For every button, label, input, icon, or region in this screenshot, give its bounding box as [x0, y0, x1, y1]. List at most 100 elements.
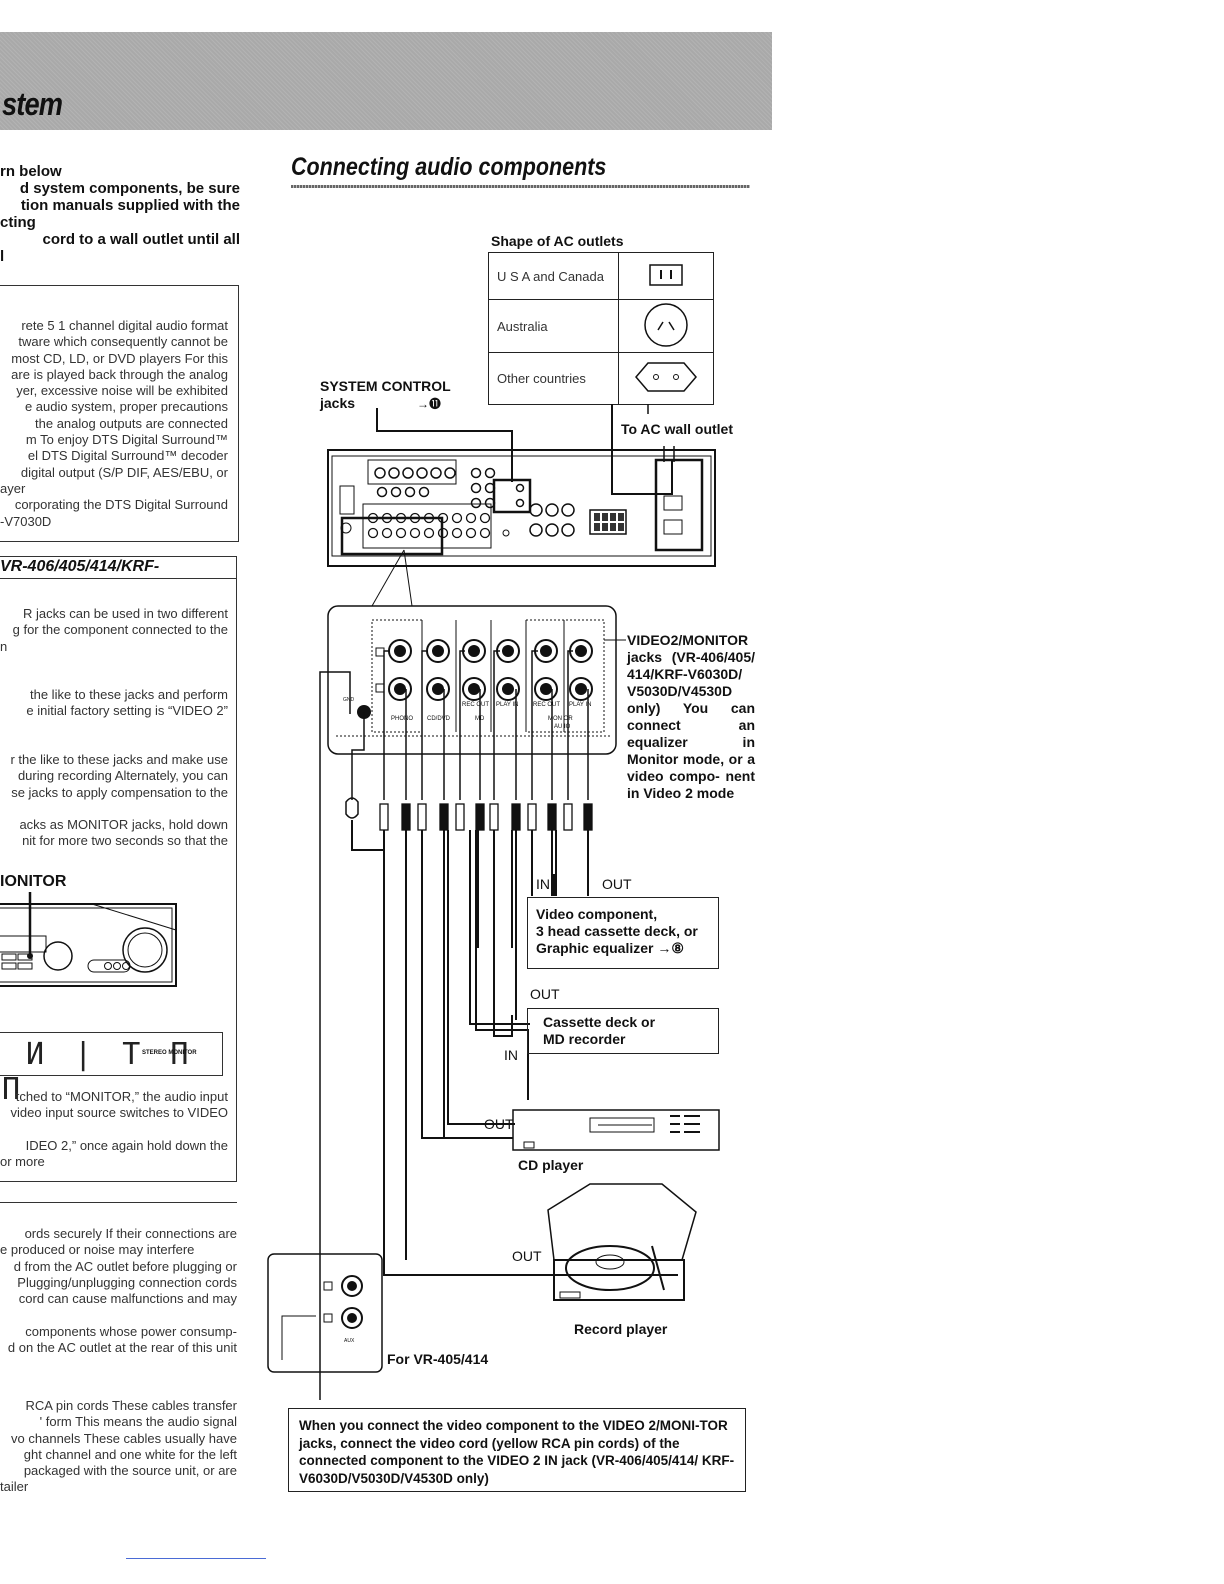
jack-label-recout: REC OUT [462, 702, 489, 708]
text-line: the like to these jacks and perform [30, 687, 228, 702]
text-line: R jacks can be used in two different [23, 606, 228, 621]
text-line: ayer [0, 480, 26, 496]
text-line: r the like to these jacks and make use [10, 752, 228, 767]
jacks-label: jacks [320, 395, 356, 411]
out-label: OUT [602, 876, 632, 892]
video2-monitor-note: VIDEO2/MONITOR jacks (VR-406/405/ 414/KR… [627, 632, 755, 801]
text-line: -V7030D [0, 513, 52, 529]
text-line: se jacks to apply compensation to the [11, 784, 228, 800]
text-line: m To enjoy DTS Digital Surround™ [25, 432, 228, 448]
text-line: corporating the DTS Digital Surround [14, 497, 228, 513]
text-line: ght channel and one white for the left [23, 1446, 237, 1462]
intro-line: d system components, be sure [19, 180, 240, 197]
dts-notice-text: rete 5 1 channel digital audio format tw… [0, 318, 228, 530]
page-link-underline[interactable] [126, 1558, 266, 1559]
text-line: Cassette deck or [543, 1014, 656, 1030]
section-rule [291, 185, 750, 188]
display-segment-text: И | T Π Π [2, 1037, 195, 1107]
jack-label-recout-2: REC OUT [533, 702, 560, 708]
text-line: Plugging/unplugging connection cords [17, 1274, 237, 1290]
cassette-deck-box: Cassette deck or MD recorder [527, 1008, 719, 1054]
jack-label-aux: AUX [344, 1338, 355, 1344]
paragraph: RCA pin cords These cables transfer ' fo… [0, 1398, 237, 1496]
monitor-display-panel: И | T Π Π STEREO MONITOR [0, 1032, 223, 1107]
text-line: acks as MONITOR jacks, hold down [19, 817, 228, 832]
page-ref-12: →⓫ [417, 397, 442, 411]
page-title: stem [2, 86, 63, 122]
monitor-label: IONITOR [0, 873, 67, 890]
jack-panel-closeup [327, 605, 626, 755]
text-line: packaged with the source unit, or are [23, 1463, 237, 1479]
text-line: digital output (S/P DIF, AES/EBU, or [20, 464, 228, 480]
video-component-box: Video component, 3 head cassette deck, o… [527, 897, 719, 969]
text-line: are is played back through the analog [11, 366, 228, 382]
text-line: MD recorder [543, 1031, 626, 1047]
paragraph: ords securely If their connections are e… [0, 1226, 237, 1307]
text-line: tched to “MONITOR,” the audio input [15, 1089, 228, 1104]
text-line: video input source switches to VIDEO [10, 1105, 229, 1121]
text-line: IDEO 2,” once again hold down the [25, 1138, 228, 1153]
video2-monitor-title: VR-406/405/414/KRF- [0, 558, 160, 575]
text-line: or more [0, 1154, 45, 1170]
jack-label-gnd: GND [343, 697, 355, 703]
text-line: n [0, 638, 8, 654]
text-line: rete 5 1 channel digital audio format [21, 318, 228, 333]
intro-line: l [0, 248, 5, 265]
out-label: OUT [530, 986, 560, 1002]
text-line: e produced or noise may interfere [0, 1242, 195, 1258]
text-line: el DTS Digital Surround™ decoder [27, 448, 228, 464]
in-label: IN [536, 876, 550, 892]
ac-outlets-table: U S A and Canada Australia Other countri… [488, 252, 714, 405]
text-line: cord can cause malfunctions and may [18, 1291, 237, 1307]
au-outlet-icon [618, 299, 714, 353]
section-title: Connecting audio components [291, 153, 607, 181]
paragraph: r the like to these jacks and make use d… [0, 752, 228, 801]
intro-line: cord to a wall outlet until all [42, 231, 240, 248]
jack-label-playin-2: PLAY IN [569, 702, 592, 708]
text-line: tailer [0, 1479, 29, 1495]
cd-player-label: CD player [518, 1157, 584, 1173]
jack-label-cddvd: CD/DVD [427, 716, 451, 722]
paragraph: the like to these jacks and perform e in… [0, 687, 228, 720]
jack-label-md: MD [475, 716, 485, 722]
text-line: components whose power consump- [25, 1324, 237, 1339]
record-player-label: Record player [574, 1321, 668, 1337]
intro-line: tion manuals supplied with the [20, 197, 240, 214]
ac-country: Australia [488, 299, 619, 353]
jack-label-playin: PLAY IN [496, 702, 519, 708]
text-line: ords securely If their connections are [24, 1226, 237, 1241]
receiver-front-illustration [0, 892, 177, 987]
paragraph: R jacks can be used in two different g f… [0, 606, 228, 655]
text-line: Graphic equalizer →⑧ [536, 940, 684, 956]
text-line: the analog outputs are connected [35, 415, 228, 431]
header-band [0, 32, 772, 130]
text-line: d from the AC outlet before plugging or [13, 1258, 237, 1274]
divider [0, 578, 236, 579]
ac-country: Other countries [488, 352, 619, 405]
jack-label-monitor: MON OR [548, 716, 573, 722]
section-divider [0, 1202, 237, 1203]
receiver-rear-panel [327, 449, 716, 567]
video2-monitor-box [0, 556, 237, 1182]
system-control-label: SYSTEM CONTROL [320, 378, 451, 394]
text-line: ' form This means the audio signal [39, 1414, 237, 1430]
text-line: d on the AC outlet at the rear of this u… [7, 1340, 237, 1356]
text-line: e audio system, proper precautions [24, 399, 228, 415]
text-line: Video component, [536, 906, 658, 922]
paragraph: acks as MONITOR jacks, hold down nit for… [0, 817, 228, 850]
text-line: tware which consequently cannot be [18, 334, 228, 350]
text-line: 3 head cassette deck, or [536, 923, 698, 939]
us-outlet-icon [618, 252, 714, 300]
dts-notice-box: rete 5 1 channel digital audio format tw… [0, 285, 239, 542]
text-line: nit for more two seconds so that the [22, 833, 228, 849]
intro-text: rn below d system components, be sure ti… [0, 163, 240, 265]
video-cord-note: When you connect the video component to … [288, 1408, 746, 1492]
text-line: g for the component connected to the [12, 622, 228, 638]
out-label: OUT [484, 1116, 514, 1132]
text-line: during recording Alternately, you can [17, 768, 228, 784]
paragraph: tched to “MONITOR,” the audio input vide… [0, 1089, 229, 1122]
display-indicators: STEREO MONITOR [142, 1050, 197, 1056]
intro-line: cting [0, 214, 36, 231]
record-player-illustration [547, 1183, 697, 1301]
eu-outlet-icon [618, 352, 714, 405]
